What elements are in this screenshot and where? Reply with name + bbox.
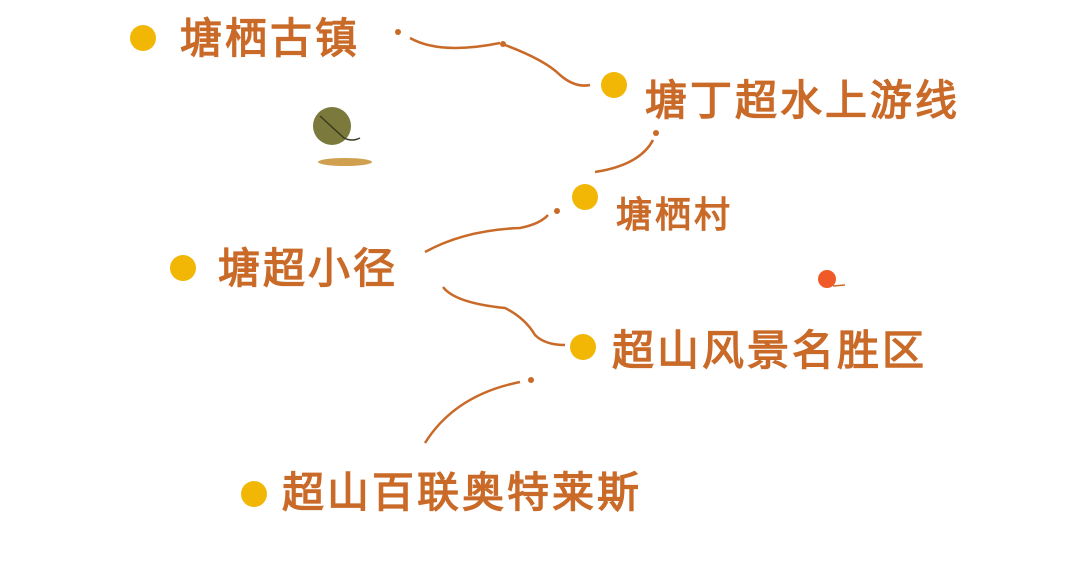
connector-dot [500, 41, 506, 47]
connector-path-to-scenic-area [442, 286, 566, 347]
node-dot-water-route [601, 72, 627, 98]
connector-water-route-to-village [594, 139, 655, 174]
node-dot-outlets [241, 481, 267, 507]
place-label-ancient-town: 塘栖古镇 [180, 14, 361, 63]
place-label-water-route: 塘丁超水上游线 [645, 76, 961, 125]
globe-shadow [318, 158, 372, 166]
connector-dot [528, 377, 534, 383]
place-label-path: 塘超小径 [218, 244, 399, 293]
connector-path-to-village [424, 214, 549, 254]
node-dot-scenic-area [570, 334, 596, 360]
connector-to-water-route [504, 43, 591, 87]
place-label-village: 塘栖村 [616, 195, 734, 236]
node-dot-path [170, 255, 196, 281]
connector-dot [653, 130, 659, 136]
node-dot-ancient-town [130, 25, 156, 51]
red-dot-icon [818, 270, 836, 288]
connector-dot [554, 208, 560, 214]
node-dot-village [572, 184, 598, 210]
place-label-scenic-area: 超山风景名胜区 [612, 326, 928, 375]
connector-ancient-town-to-water-route [409, 36, 501, 50]
connector-dot [395, 29, 401, 35]
globe-stroke [319, 115, 361, 141]
red-dot-tail [832, 284, 846, 287]
connector-outlets-to-scenic-area [423, 380, 521, 444]
place-label-outlets: 超山百联奥特莱斯 [282, 468, 643, 517]
